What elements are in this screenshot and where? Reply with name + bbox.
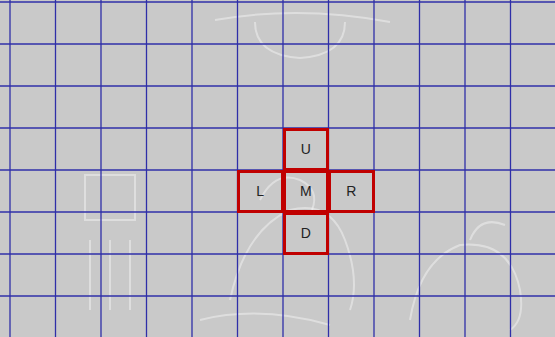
cell-letter: D xyxy=(301,226,311,240)
grid-line xyxy=(419,0,420,337)
sketch-head xyxy=(260,178,314,211)
marked-cell: U xyxy=(283,128,330,171)
grid-line xyxy=(55,0,56,337)
marked-cell: L xyxy=(237,170,284,213)
faded-sketch xyxy=(85,13,521,330)
grid-line xyxy=(0,127,555,128)
grid-line xyxy=(510,0,511,337)
grid-line xyxy=(191,0,192,337)
sketch-line xyxy=(215,13,390,22)
grid-line xyxy=(0,295,555,296)
grid-line xyxy=(464,0,465,337)
sketch-base xyxy=(200,314,330,325)
sketch-figure xyxy=(230,208,354,310)
sketch-box xyxy=(85,175,135,220)
grid-line xyxy=(373,0,374,337)
sketch-legs xyxy=(90,240,130,310)
grid-line xyxy=(0,253,555,254)
cell-letter: R xyxy=(346,184,356,198)
cell-letter: U xyxy=(301,142,311,156)
marked-cell: M xyxy=(283,170,330,213)
grid-line xyxy=(0,85,555,86)
sketch-bowl xyxy=(255,22,345,58)
marked-cell: R xyxy=(328,170,375,213)
cell-letter: M xyxy=(300,184,312,198)
grid-line xyxy=(9,0,10,337)
sketch-right-head xyxy=(470,222,505,240)
grid-line xyxy=(146,0,147,337)
grid-line xyxy=(0,1,555,2)
cell-letter: L xyxy=(256,184,264,198)
marked-cell: D xyxy=(283,212,330,255)
grid-line xyxy=(237,0,238,337)
grid-line xyxy=(100,0,101,337)
grid-line xyxy=(0,43,555,44)
